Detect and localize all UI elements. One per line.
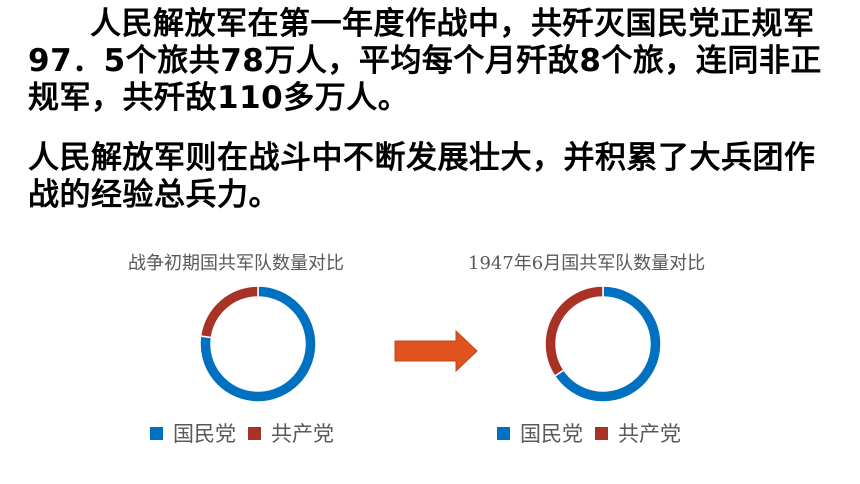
legend-swatch-cpc — [248, 426, 261, 440]
donut-slice-cpc — [544, 285, 604, 378]
legend-swatch-kmt — [150, 426, 163, 440]
chart-legend-early-war: 国民党 共产党 — [150, 418, 346, 448]
chart-title-early-war: 战争初期国共军队数量对比 — [128, 253, 344, 274]
legend-item-cpc: 共产党 — [248, 418, 334, 448]
paragraph-battle-results: 人民解放军在第一年度作战中，共歼灭国民党正规军97．5个旅共78万人，平均每个月… — [28, 6, 822, 116]
chart-title-june-1947: 1947年6月国共军队数量对比 — [468, 253, 706, 274]
legend-item-kmt: 国民党 — [150, 418, 236, 448]
legend-label-kmt: 国民党 — [173, 422, 236, 446]
donut-chart-june-1947 — [544, 285, 662, 403]
chart-legend-june-1947: 国民党 共产党 — [497, 418, 693, 448]
legend-swatch-kmt — [497, 426, 510, 440]
right-arrow-icon — [394, 330, 478, 372]
legend-swatch-cpc — [595, 426, 608, 440]
legend-label-cpc: 共产党 — [271, 422, 334, 446]
donut-slice-cpc — [199, 285, 259, 339]
legend-item-cpc: 共产党 — [595, 418, 681, 448]
donut-slice-kmt — [199, 285, 317, 403]
donut-chart-early-war — [199, 285, 317, 403]
legend-label-cpc: 共产党 — [618, 422, 681, 446]
paragraph-army-growth: 人民解放军则在战斗中不断发展壮大，并积累了大兵团作战的经验总兵力。 — [28, 140, 816, 213]
legend-label-kmt: 国民党 — [520, 422, 583, 446]
legend-item-kmt: 国民党 — [497, 418, 583, 448]
